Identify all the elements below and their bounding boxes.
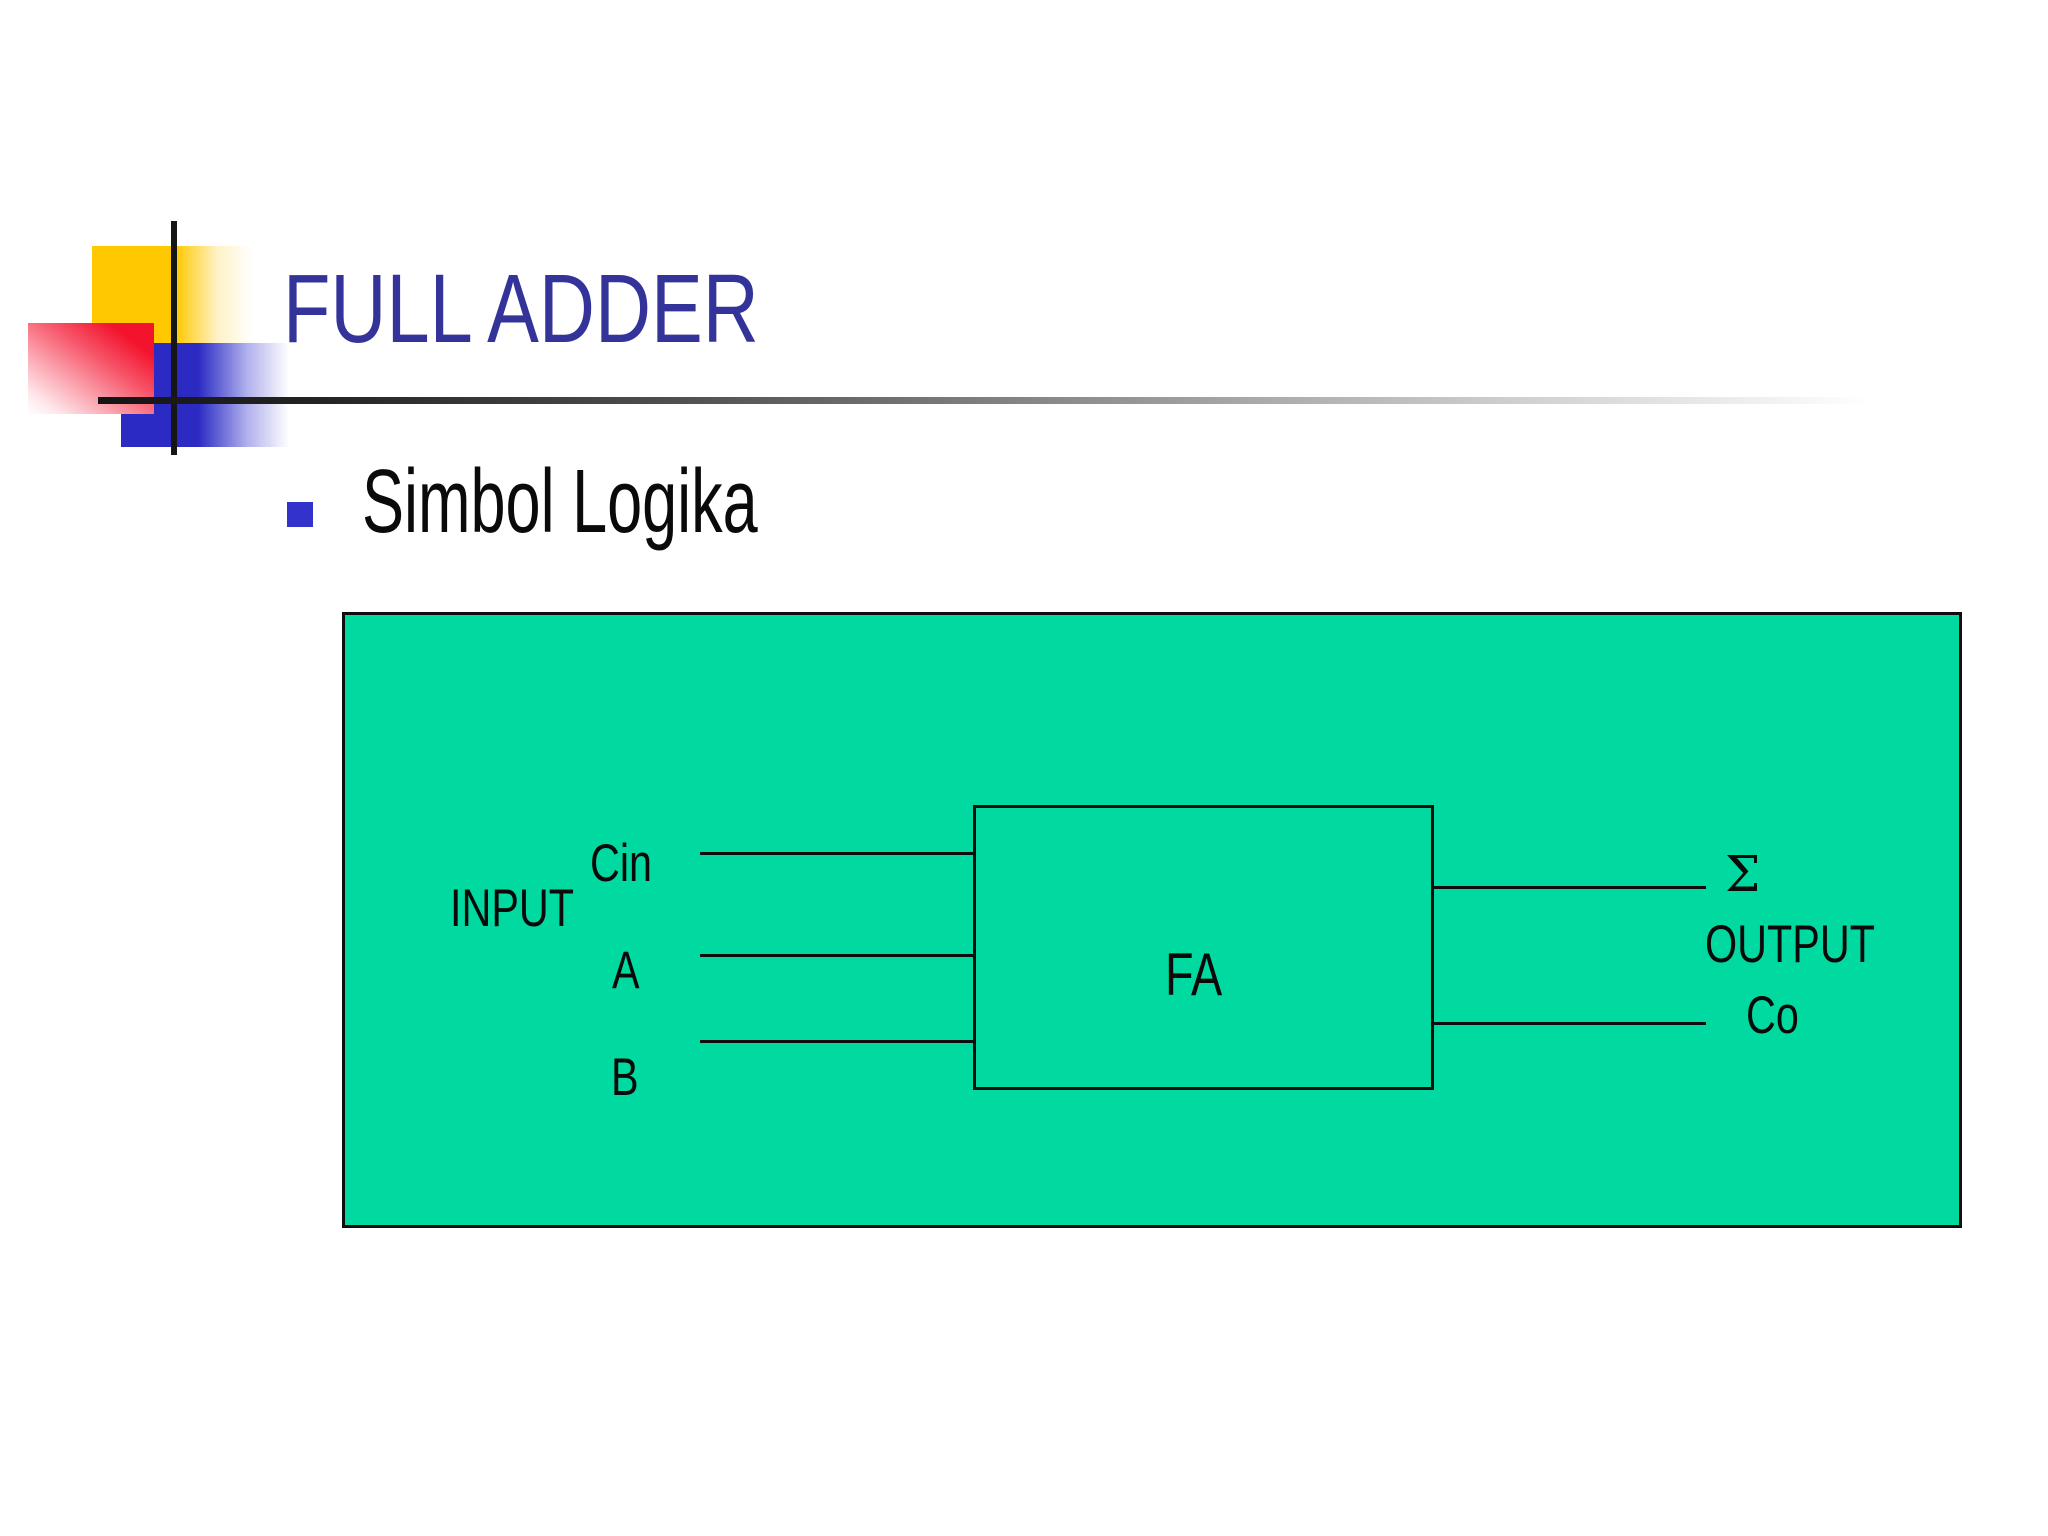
input-label-a: A (612, 941, 640, 1000)
title-underline (98, 397, 1870, 404)
deco-vertical-line (171, 221, 177, 455)
input-group-label: INPUT (450, 879, 575, 938)
output-group-label: OUTPUT (1705, 915, 1875, 974)
full-adder-box (973, 805, 1434, 1090)
bullet-text: Simbol Logika (362, 452, 758, 552)
output-wire-sum (1434, 886, 1706, 889)
diagram-panel (342, 612, 1962, 1228)
input-wire-a (700, 954, 973, 957)
input-label-cin: Cin (590, 834, 653, 893)
output-wire-carry (1434, 1022, 1706, 1025)
input-wire-b (700, 1040, 973, 1043)
page-title: FULL ADDER (283, 254, 759, 363)
input-wire-cin (700, 852, 973, 855)
input-label-b: B (611, 1048, 639, 1107)
output-label-carry: Co (1746, 986, 1799, 1045)
output-label-sum: Σ (1725, 845, 1761, 903)
bullet-square-icon (287, 502, 313, 527)
full-adder-label: FA (1165, 941, 1223, 1008)
